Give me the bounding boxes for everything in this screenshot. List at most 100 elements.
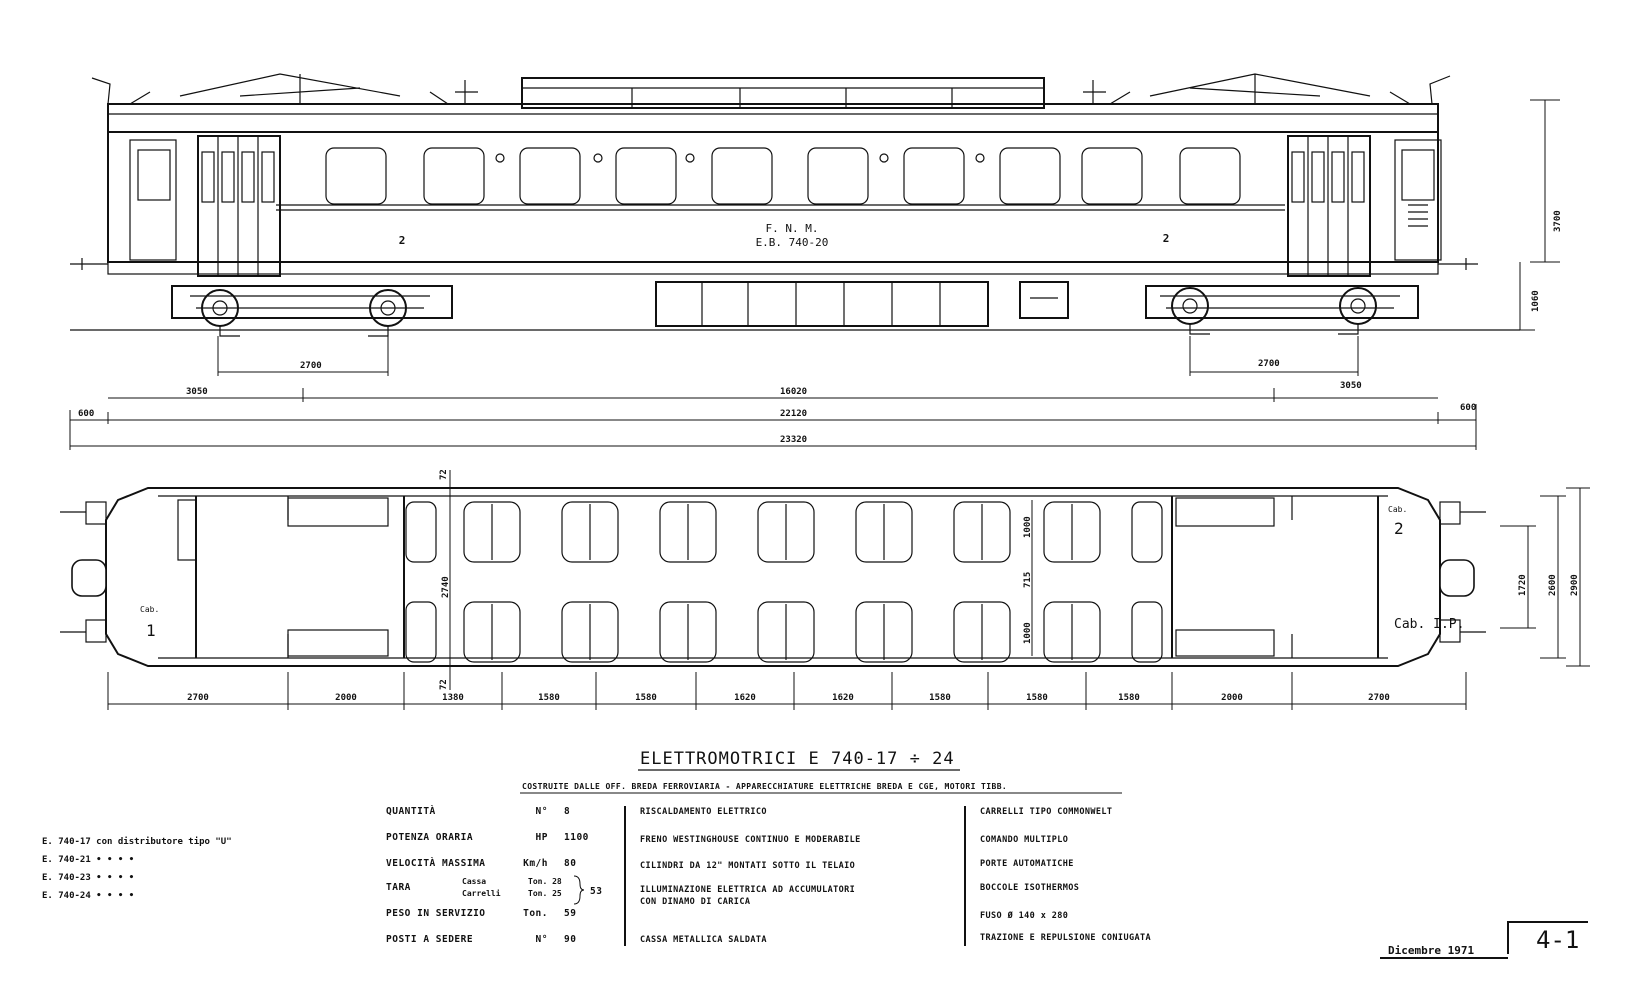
drawing-subtitle: COSTRUITE DALLE OFF. BREDA FERROVIARIA -… [522, 782, 1007, 791]
variant-line: E. 740-23 • • • • [42, 873, 134, 883]
seat-single-top [405, 501, 437, 563]
dim-pivot-distance: 16020 [780, 387, 807, 397]
battery-boxes [655, 281, 1069, 327]
length-dims: 2700 2700 3050 16020 3050 600 22120 600 … [69, 336, 1477, 450]
doors-right [1287, 135, 1371, 277]
dim-bottom-value: 2000 [335, 693, 357, 703]
dim-bogie-wheelbase-left: 2700 [300, 361, 322, 371]
side-windows [325, 147, 1241, 205]
plan-view: Cab. 1 Cab. 2 Cab. I.P. 72 72 2740 1000 … [60, 469, 1590, 710]
features-right: CARRELLI TIPO COMMONWELT COMANDO MULTIPLO… [980, 807, 1151, 943]
dim-bogie-wheelbase-right: 2700 [1258, 359, 1280, 369]
bogie-right [1145, 285, 1419, 335]
dim-bottom-value: 1580 [538, 693, 560, 703]
feature-item: COMANDO MULTIPLO [980, 835, 1068, 845]
side-window [807, 147, 869, 205]
seat-pair-bottom [757, 601, 815, 663]
dim-overhang-left: 3050 [186, 387, 208, 397]
cab-1-label: Cab. [140, 605, 159, 614]
railway-lettering: F. N. M. [766, 222, 819, 235]
spec-unit: N° [536, 806, 548, 817]
side-window [519, 147, 581, 205]
spec-label: VELOCITÀ MASSIMA [386, 857, 486, 869]
side-elevation: 2 2 F. N. M. E.B. 740-20 [69, 73, 1563, 450]
spec-value: 90 [564, 934, 576, 945]
spec-value: 80 [564, 858, 576, 869]
feature-item: CON DINAMO DI CARICA [640, 897, 750, 907]
dim-bottom-value: 1580 [1118, 693, 1140, 703]
drawing-date: Dicembre 1971 [1388, 944, 1474, 957]
buffers-left [60, 501, 107, 643]
spec-label: POTENZA ORARIA [386, 832, 473, 843]
spec-label: TARA [386, 882, 411, 893]
bogie-left [171, 285, 453, 337]
title-block: ELETTROMOTRICI E 740-17 ÷ 24 COSTRUITE D… [42, 749, 1588, 959]
roof-ventilator [521, 77, 1045, 109]
side-window [999, 147, 1061, 205]
cab-2-number: 2 [1394, 519, 1404, 538]
side-window [325, 147, 387, 205]
cab-1-number: 1 [146, 621, 156, 640]
seat-pair-top [463, 501, 521, 563]
feature-item: PORTE AUTOMATICHE [980, 859, 1074, 869]
feature-item: RISCALDAMENTO ELETTRICO [640, 807, 767, 817]
dim-over-buffers: 23320 [780, 435, 807, 445]
seat-single-bottom [405, 601, 437, 663]
dim-bottom-value: 1620 [832, 693, 854, 703]
side-window [423, 147, 485, 205]
variant-list: E. 740-17 con distributore tipo "U" E. 74… [42, 836, 232, 901]
section-mark-bottom: 72 [439, 679, 449, 690]
dim-bottom-value: 2700 [1368, 693, 1390, 703]
dim-seat-width-bottom: 1000 [1023, 622, 1033, 644]
dim-inner-width: 2740 [441, 576, 451, 598]
variant-line: E. 740-17 con distributore tipo "U" [42, 836, 232, 847]
side-window [615, 147, 677, 205]
porthole [495, 153, 505, 163]
plan-width-dims: 72 72 2740 1000 715 1000 [439, 469, 1033, 690]
sheet-number: 4-1 [1536, 926, 1579, 954]
spec-value: 59 [564, 908, 576, 919]
cab-door-left [129, 139, 177, 261]
dim-2900: 2900 [1570, 574, 1580, 596]
side-window [1179, 147, 1241, 205]
feature-item: CARRELLI TIPO COMMONWELT [980, 807, 1112, 817]
feature-item: BOCCOLE ISOTHERMOS [980, 883, 1079, 893]
dim-bottom-value: 1580 [635, 693, 657, 703]
spec-label: QUANTITÀ [386, 805, 436, 817]
dim-1720: 1720 [1518, 574, 1528, 596]
spec-unit: Ton. 25 [528, 889, 562, 898]
seat-pair-bottom [1043, 601, 1101, 663]
side-window [1081, 147, 1143, 205]
seat-pair-bottom [463, 601, 521, 663]
pantograph-right [1109, 73, 1411, 105]
dim-bottom-value: 2700 [187, 693, 209, 703]
side-window [903, 147, 965, 205]
spec-brace [573, 875, 585, 905]
spec-unit: N° [536, 934, 548, 945]
dim-bottom-value: 1620 [734, 693, 756, 703]
seat-pair-top [1043, 501, 1101, 563]
dim-height: 3700 [1553, 210, 1563, 232]
plan-outline [105, 487, 1441, 667]
seat-pair-bottom [855, 601, 913, 663]
dim-2600: 2600 [1548, 574, 1558, 596]
class-mark-right: 2 [1163, 232, 1170, 245]
seating-layout [405, 501, 1163, 663]
spec-unit: HP [536, 832, 548, 843]
spec-value: 8 [564, 806, 570, 817]
spec-label: PESO IN SERVIZIO [386, 908, 486, 919]
buffers-right [1439, 501, 1486, 643]
dim-bottom-value: 1580 [1026, 693, 1048, 703]
porthole [975, 153, 985, 163]
porthole [879, 153, 889, 163]
pantograph-left [129, 73, 449, 105]
feature-item: CILINDRI DA 12" MONTATI SOTTO IL TELAIO [640, 861, 855, 871]
drawing-title: ELETTROMOTRICI E 740-17 ÷ 24 [640, 749, 955, 769]
porthole [593, 153, 603, 163]
seat-pair-top [855, 501, 913, 563]
spec-sublabel: Cassa [462, 877, 486, 886]
seat-single-bottom [1131, 601, 1163, 663]
